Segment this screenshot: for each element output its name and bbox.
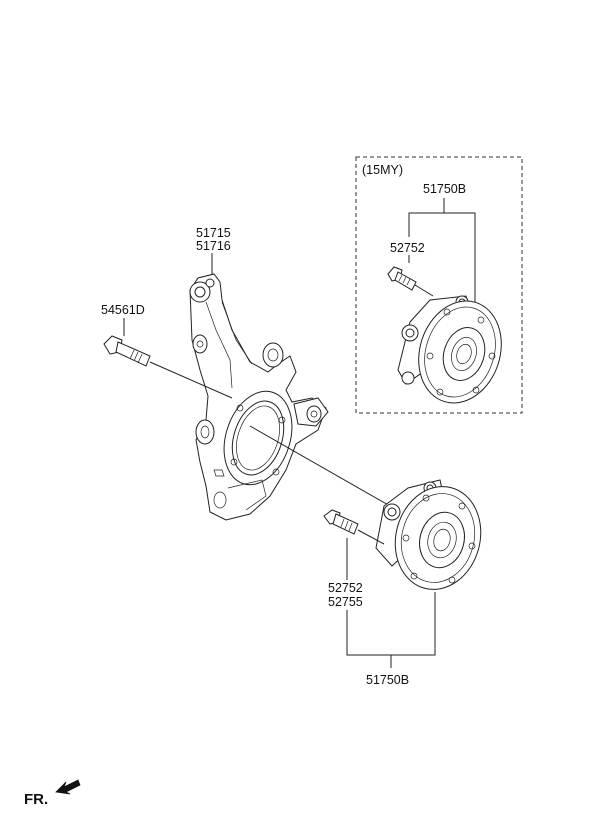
hub-bolt-label-line2: 52755 [328, 595, 363, 609]
assembly-axis-line [249, 425, 391, 507]
front-orientation-indicator: FR. [24, 779, 81, 808]
knuckle-label-line2: 51716 [196, 239, 231, 253]
hub-wheel-bolt [323, 509, 385, 545]
variant-box-15my: (15MY) 51750B 52752 [355, 156, 523, 414]
hub-bearing-assembly [375, 479, 482, 590]
variant-assembly-label: 51750B [423, 182, 466, 196]
hub-assembly-label: 51750B [366, 673, 409, 687]
variant-bolt-label: 52752 [390, 241, 425, 255]
front-label: FR. [24, 791, 48, 808]
front-arrow-icon [55, 779, 81, 795]
knuckle-bolt: 54561D [101, 303, 233, 399]
hub-labels: 52752 52755 51750B [328, 538, 436, 687]
variant-wheel-bolt [387, 266, 417, 291]
variant-hub-bearing [397, 295, 502, 404]
steering-knuckle: 51715 51716 [189, 226, 329, 521]
knuckle-label-line1: 51715 [196, 226, 231, 240]
hub-bolt-label-line1: 52752 [328, 581, 363, 595]
variant-box-title: (15MY) [362, 163, 403, 177]
knuckle-bolt-label: 54561D [101, 303, 145, 317]
